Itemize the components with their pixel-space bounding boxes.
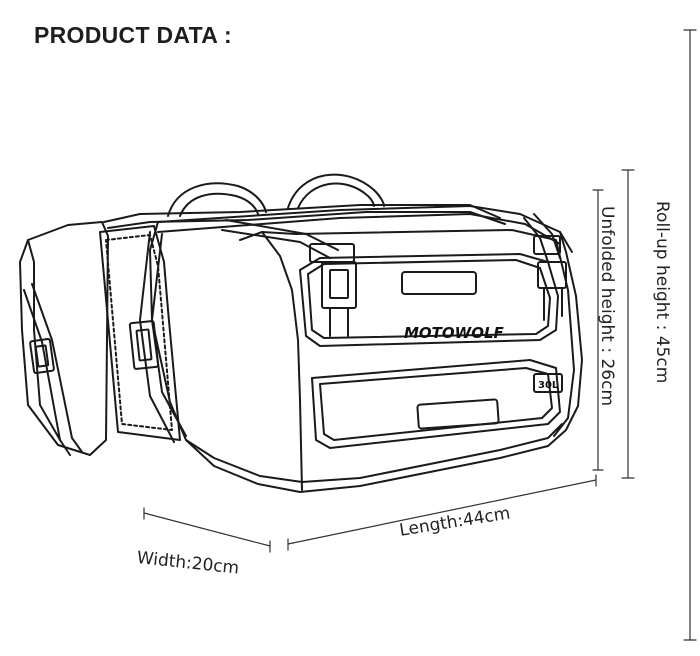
buckle-icon xyxy=(128,320,160,370)
width-dimension-line xyxy=(143,512,271,547)
buckle-icon xyxy=(533,235,561,255)
capacity-badge: 30L xyxy=(538,380,559,391)
length-dimension-line xyxy=(287,479,597,545)
rollup-height-label: Roll-up height : 45cm xyxy=(652,201,672,384)
main-bag xyxy=(128,173,583,493)
buckle-icon xyxy=(29,338,55,374)
unfolded-height-label: Unfolded height : 26cm xyxy=(597,206,617,407)
dimension-lines xyxy=(143,29,697,641)
page-title: PRODUCT DATA : xyxy=(34,22,232,48)
brand-logo: MOTOWOLF xyxy=(404,324,505,342)
left-bag xyxy=(19,221,181,456)
